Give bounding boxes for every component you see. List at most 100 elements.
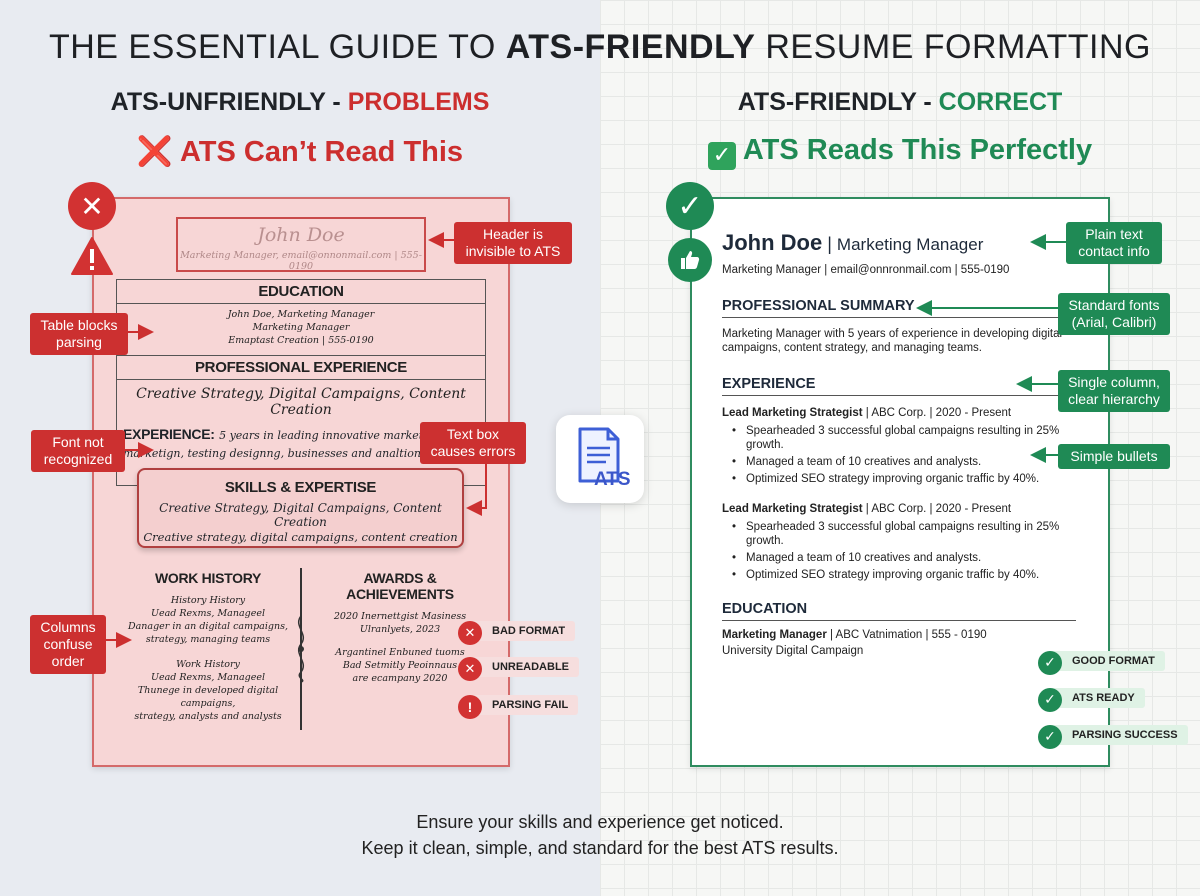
good-resume-contact: Marketing Manager | email@onnronmail.com… [722, 264, 1010, 276]
education-role: Marketing Manager [722, 629, 827, 641]
work-history-heading: WORK HISTORY [154, 570, 262, 586]
callout-plain-text-contact: Plain text contact info [1066, 222, 1162, 264]
summary-text: Marketing Manager with 5 years of experi… [722, 328, 1063, 354]
status-good-format: ✓ GOOD FORMAT [1038, 651, 1165, 675]
education-line: John Doe, Marketing Manager [227, 309, 375, 320]
status-label: UNREADABLE [466, 657, 579, 677]
x-circle-icon: ✕ [458, 621, 482, 645]
skills-line: Creative strategy, digital campaigns, co… [143, 530, 458, 544]
check-circle-icon: ✓ [1038, 725, 1062, 749]
good-resume-header: John Doe | Marketing Manager [722, 230, 983, 256]
education-meta: | ABC Vatnimation | 555 - 0190 [826, 629, 987, 641]
work-line: Danager in an digital campaigns, [128, 621, 288, 632]
status-label: BAD FORMAT [466, 621, 576, 641]
job-role: Lead Marketing Strategist [722, 503, 863, 515]
bullet-item: Spearheaded 3 successful global campaign… [722, 424, 1066, 452]
summary-section: PROFESSIONAL SUMMARY Marketing Manager w… [722, 298, 1076, 355]
callout-standard-fonts: Standard fonts (Arial, Calibri) [1058, 293, 1170, 335]
skills-text-box: SKILLS & EXPERTISE Creative Strategy, Di… [137, 468, 464, 548]
work-line: strategy, analysts and analysts [134, 711, 282, 722]
check-circle-icon: ✓ [1038, 688, 1062, 712]
thumbs-up-icon [668, 238, 712, 282]
education-section: EDUCATION Marketing Manager | ABC Vatnim… [722, 601, 1076, 658]
education-line: Emaptast Creation | 555-0190 [228, 335, 374, 346]
check-circle-icon: ✓ [1038, 651, 1062, 675]
education-heading: EDUCATION [258, 283, 344, 300]
work-line: strategy, managing teams [145, 634, 271, 645]
error-circle-icon: ✕ [68, 182, 116, 230]
experience-label: EXPERIENCE: [123, 426, 215, 442]
bullet-item: Spearheaded 3 successful global campaign… [722, 520, 1066, 548]
right-callout-arrows [916, 234, 1066, 463]
ats-app-icon: ATS [556, 415, 644, 503]
main-title: THE ESSENTIAL GUIDE TO ATS-FRIENDLY RESU… [48, 28, 1152, 66]
status-label: PARSING SUCCESS [1046, 725, 1188, 745]
bullet-item: Optimized SEO strategy improving organic… [722, 568, 1076, 582]
bad-resume-table: EDUCATION John Doe, Marketing Manager Ma… [116, 279, 486, 486]
callout-text-box-errors: Text box causes errors [420, 422, 526, 464]
section-rule [722, 317, 1076, 318]
left-subheading: ❌ ATS Can’t Read This [136, 134, 464, 168]
callout-simple-bullets: Simple bullets [1058, 444, 1170, 469]
experience-section: EXPERIENCE Lead Marketing Strategist | A… [722, 376, 1076, 582]
bad-resume-contact: Marketing Manager, email@onnonmail.com |… [180, 250, 422, 272]
status-ats-ready: ✓ ATS READY [1038, 688, 1145, 712]
work-line: Uead Rexms, Manageel [151, 672, 265, 683]
right-heading: ATS-FRIENDLY - CORRECT [737, 88, 1063, 116]
experience-text: 5 years in leading innovative marketing … [219, 429, 479, 442]
ornament-icon [291, 614, 311, 684]
experience-heading: PROFESSIONAL EXPERIENCE [194, 359, 408, 376]
footer-line-2: Keep it clean, simple, and standard for … [361, 838, 839, 858]
awards-line: Bad Setmitly Peoinnaus [342, 660, 458, 671]
left-callout-arrows [106, 232, 487, 648]
awards-line: are ecampany 2020 [352, 673, 448, 684]
awards-line: 2020 Inernettgist Masiness [333, 611, 467, 622]
callout-header-invisible: Header is invisible to ATS [454, 222, 572, 264]
skills-heading: SKILLS & EXPERTISE [224, 479, 377, 496]
status-unreadable: ✕ UNREADABLE [458, 657, 579, 681]
callout-columns-confuse: Columns confuse order [30, 615, 106, 674]
status-parsing-success: ✓ PARSING SUCCESS [1038, 725, 1188, 749]
ats-label: ATS [594, 469, 631, 490]
section-rule [722, 395, 1076, 396]
callout-font-not-recognized: Font not recognized [31, 430, 125, 472]
section-rule [722, 620, 1076, 621]
work-line: History History [170, 595, 246, 606]
good-resume-title: Marketing Manager [836, 235, 984, 254]
status-label: GOOD FORMAT [1046, 651, 1165, 671]
callout-single-column: Single column, clear hierarchy [1058, 370, 1170, 412]
education-heading: EDUCATION [722, 601, 808, 617]
job-role: Lead Marketing Strategist [722, 407, 863, 419]
experience-script-line: Creative Strategy, Digital Campaigns, Co… [136, 386, 466, 418]
awards-line: Ulranlyets, 2023 [359, 624, 441, 635]
job-entry: Lead Marketing Strategist | ABC Corp. | … [722, 406, 1076, 486]
experience-text: marketign, testing designng, businesses … [123, 447, 450, 460]
awards-heading: AWARDS & ACHIEVEMENTS [346, 570, 454, 602]
awards-column: AWARDS & ACHIEVEMENTS 2020 Inernettgist … [310, 570, 490, 685]
check-circle-icon: ✓ [666, 182, 714, 230]
work-history-column: WORK HISTORY History History Uead Rexms,… [118, 570, 298, 723]
bullet-item: Managed a team of 10 creatives and analy… [722, 455, 1076, 469]
summary-heading: PROFESSIONAL SUMMARY [722, 298, 915, 314]
exclamation-circle-icon: ! [458, 695, 482, 719]
bad-resume-header: John Doe Marketing Manager, email@onnonm… [176, 217, 426, 272]
education-line: University Digital Campaign [722, 645, 864, 657]
bullet-item: Managed a team of 10 creatives and analy… [722, 551, 1076, 565]
job-meta: | ABC Corp. | 2020 - Present [862, 503, 1012, 515]
work-line: Thunege in developed digital campaigns, [137, 685, 279, 709]
status-parsing-fail: ! PARSING FAIL [458, 695, 579, 719]
good-resume-name: John Doe [722, 230, 823, 255]
check-mark-box-icon: ✓ [707, 142, 736, 170]
bad-resume-name: John Doe [257, 224, 345, 246]
document-ats-icon [578, 427, 620, 483]
work-line: Work History [176, 659, 240, 670]
warning-triangle-icon [70, 236, 114, 276]
status-bad-format: ✕ BAD FORMAT [458, 621, 576, 645]
skills-line: Creative Strategy, Digital Campaigns, Co… [159, 501, 442, 529]
callout-table-blocks: Table blocks parsing [30, 313, 128, 355]
experience-heading: EXPERIENCE [722, 376, 816, 392]
status-label: ATS READY [1046, 688, 1145, 708]
title-separator: | [822, 234, 837, 254]
bullet-item: Optimized SEO strategy improving organic… [722, 472, 1076, 486]
x-circle-icon: ✕ [458, 657, 482, 681]
